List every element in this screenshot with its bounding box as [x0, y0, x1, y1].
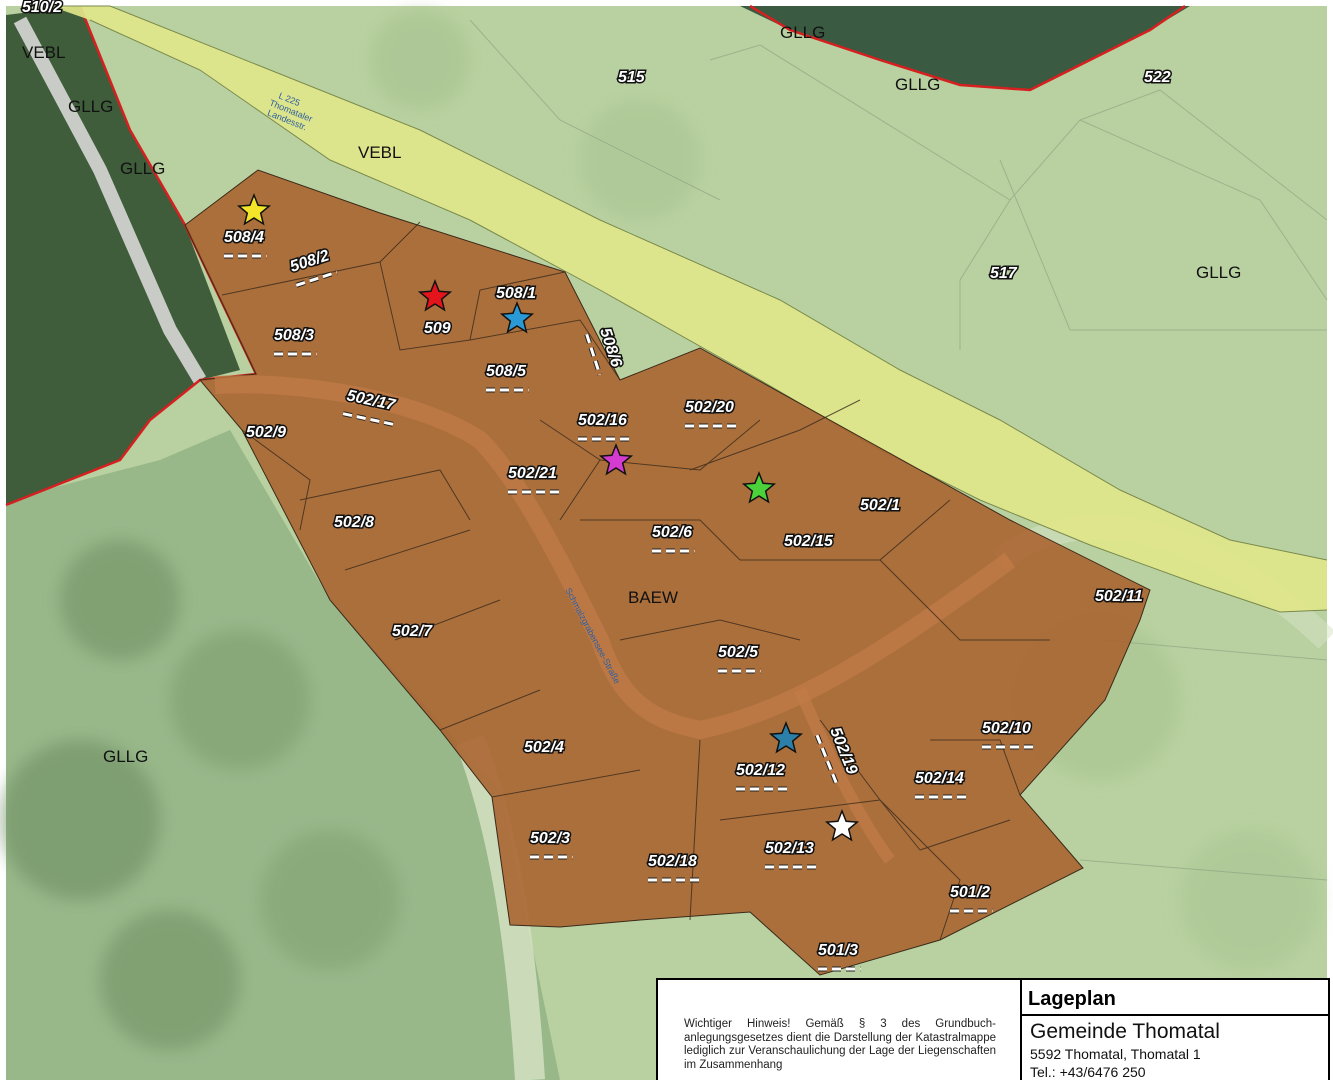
- parcel-label: 502/21: [507, 464, 559, 495]
- parcel-number: 502/11: [1095, 588, 1143, 605]
- legend-rule: [1022, 1014, 1328, 1016]
- zone-label: GLLG: [895, 75, 940, 94]
- parcel-number: 502/20: [685, 399, 734, 416]
- parcel-number: 502/13: [765, 840, 814, 857]
- parcel-label: 502/5: [717, 643, 761, 674]
- parcel-number: 502/9: [246, 424, 286, 441]
- parcel-number: 502/21: [508, 465, 557, 482]
- forest-west-road: [13, 16, 207, 384]
- parcel-label: 502/12: [735, 761, 787, 792]
- parcel-number: 502/15: [784, 533, 834, 550]
- parcel-dash-mark: [342, 412, 394, 426]
- parcel-number: 502/10: [982, 720, 1031, 737]
- road-zone: [50, 6, 1327, 612]
- parcel-number: 509: [424, 320, 451, 337]
- star-icon: [417, 278, 453, 312]
- parcel-label: 510/2: [21, 0, 64, 18]
- parcel-number: 508/4: [224, 229, 264, 246]
- parcel-number: 508/3: [274, 327, 314, 344]
- parcel-label: 502/4: [523, 738, 566, 758]
- parcel-number: 502/12: [736, 762, 785, 779]
- parcel-label: 509: [423, 319, 453, 339]
- parcel-number: 515: [618, 69, 646, 86]
- markers: [236, 192, 860, 842]
- parcel-number: 510/2: [22, 0, 62, 16]
- parcel-label: 502/14: [914, 769, 966, 800]
- parcel-number: 501/2: [950, 884, 990, 901]
- star-icon: [741, 470, 777, 504]
- parcel-label: 501/2: [949, 883, 993, 914]
- parcel-number: 517: [990, 265, 1018, 282]
- zone-labels: VEBL GLLG GLLG VEBL GLLG GLLG GLLG BAEW …: [22, 23, 1241, 766]
- star-icon: [824, 808, 860, 842]
- forest-north-boundary: [749, 4, 1186, 92]
- parcel-label: 502/10: [981, 719, 1033, 750]
- parcel-number: 502/16: [578, 412, 627, 429]
- legal-notice: Wichtiger Hinweis! Gemäß § 3 des Grundbu…: [684, 1018, 996, 1071]
- internal-road-spur: [794, 687, 895, 864]
- parcel-label: 502/1: [859, 496, 902, 516]
- parcel-label: 502/11: [1094, 587, 1145, 607]
- parcel-label: 515: [617, 68, 648, 88]
- municipality-name: Gemeinde Thomatal: [1030, 1020, 1220, 1043]
- parcel-number: 502/5: [718, 644, 759, 661]
- parcel-label: 502/8: [333, 513, 376, 533]
- forest-west: [6, 6, 240, 505]
- legend-divider: [1020, 980, 1022, 1080]
- parcel-label: 502/13: [764, 839, 816, 870]
- zone-label: GLLG: [1196, 263, 1241, 282]
- zone-label: GLLG: [103, 747, 148, 766]
- parcel-number: 502/1: [860, 497, 900, 514]
- parcel-number: 502/18: [648, 853, 697, 870]
- parcel-dash-mark: [585, 333, 602, 376]
- parcel-label: 502/18: [647, 852, 699, 883]
- parcel-label: 502/6: [651, 523, 695, 554]
- zone-label: GLLG: [120, 159, 165, 178]
- parcel-label: 522: [1143, 68, 1173, 88]
- star-icon: [598, 442, 634, 476]
- parcel-number: 502/14: [915, 770, 964, 787]
- parcel-dash-mark: [815, 734, 838, 784]
- parcel-label: 508/5: [485, 362, 529, 393]
- parcel-number: 502/4: [524, 739, 564, 756]
- parcel-dash-mark: [295, 270, 338, 287]
- building-parcel-lines: [221, 221, 1050, 941]
- star-icon: [236, 192, 272, 226]
- parcel-label: 502/7: [391, 622, 435, 642]
- parcel-label: 517: [989, 264, 1020, 284]
- parcel-number: 508/1: [496, 285, 536, 302]
- parcel-label: 501/3: [817, 941, 861, 972]
- municipality-phone: Tel.: +43/6476 250: [1030, 1064, 1146, 1080]
- parcel-label: 502/20: [684, 398, 736, 429]
- municipality-address: 5592 Thomatal, Thomatal 1: [1030, 1046, 1201, 1062]
- zone-label: BAEW: [628, 588, 678, 607]
- parcel-label: 508/4: [223, 228, 267, 259]
- parcel-number: 501/3: [818, 942, 858, 959]
- zone-label: VEBL: [22, 43, 65, 62]
- parcel-label: 502/16: [577, 411, 629, 442]
- parcel-number: 502/3: [530, 830, 570, 847]
- zone-label: GLLG: [780, 23, 825, 42]
- legend-title: Lageplan: [1028, 988, 1116, 1010]
- parcel-number: 508/5: [486, 363, 527, 380]
- parcel-label: 502/15: [783, 532, 836, 552]
- parcel-label: 508/3: [273, 326, 317, 357]
- forest-north: [740, 6, 1190, 90]
- parcel-number: 502/6: [652, 524, 692, 541]
- parcel-number: 502/7: [392, 623, 433, 640]
- parcel-number: 522: [1144, 69, 1171, 86]
- parcel-label: 502/9: [245, 423, 288, 443]
- legend-box: Wichtiger Hinweis! Gemäß § 3 des Grundbu…: [656, 978, 1330, 1080]
- parcel-label: 502/3: [529, 829, 573, 860]
- star-icon: [499, 300, 535, 334]
- parcel-number: 502/8: [334, 514, 374, 531]
- zone-label: VEBL: [358, 143, 401, 162]
- meadow-parcel-lines: [469, 19, 1328, 881]
- zone-label: GLLG: [68, 97, 113, 116]
- parcel-label: 508/1: [495, 284, 538, 304]
- internal-road: [214, 375, 1016, 740]
- star-icon: [768, 720, 804, 754]
